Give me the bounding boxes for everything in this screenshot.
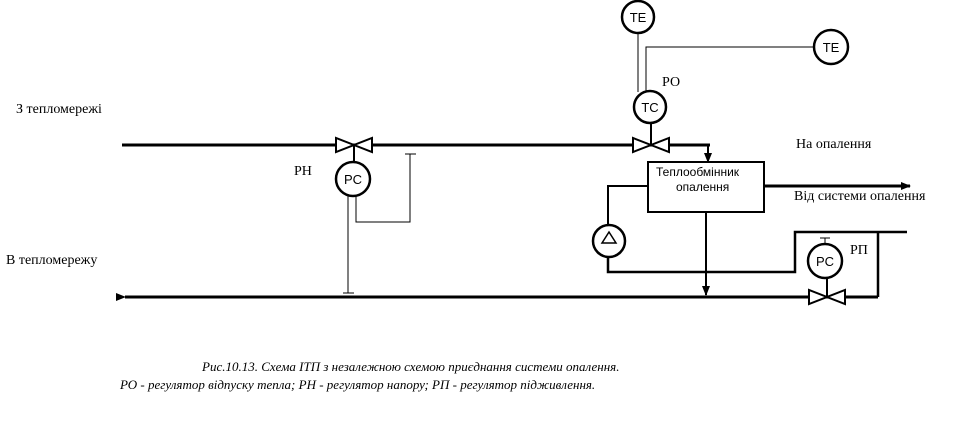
label-to-network: В тепломережу (6, 253, 98, 268)
heat-exchanger (647, 161, 765, 213)
label-to-heating: На опалення (796, 137, 872, 152)
pc-left-impulse-supply (355, 154, 411, 223)
exchanger-line1: Теплообмінник (656, 165, 740, 179)
label-from-network: З тепломережі (16, 102, 102, 117)
te-right-label: TE (823, 40, 840, 55)
circulation-return (606, 230, 907, 274)
label-ro: РО (662, 75, 681, 90)
circulation-loop (607, 185, 648, 225)
te-top-instrument (620, 0, 656, 35)
caption-line1: Рис.10.13. Схема ІТП з незалежною схемою… (202, 359, 620, 374)
caption-line2: РО - регулятор відпуску тепла; РН - регу… (120, 377, 596, 392)
te-right-instrument (812, 28, 850, 66)
te-right-line (645, 46, 814, 92)
exchanger-line2: опалення (676, 180, 729, 194)
pc-left-instrument (334, 160, 372, 198)
pc-left-label: PC (344, 172, 362, 187)
pump-triangle-icon (600, 230, 618, 244)
te-top-label: TE (630, 10, 647, 25)
tc-label: TC (641, 100, 658, 115)
valve-rp-icon (808, 288, 846, 306)
pc-right-label: PC (816, 254, 834, 269)
label-from-system: Від системи опалення (794, 189, 926, 204)
valve-ro-icon (632, 136, 670, 154)
label-rn: РН (294, 164, 312, 179)
tc-instrument (632, 89, 668, 125)
valve-rn-icon (335, 136, 373, 154)
label-rp: РП (850, 243, 868, 258)
